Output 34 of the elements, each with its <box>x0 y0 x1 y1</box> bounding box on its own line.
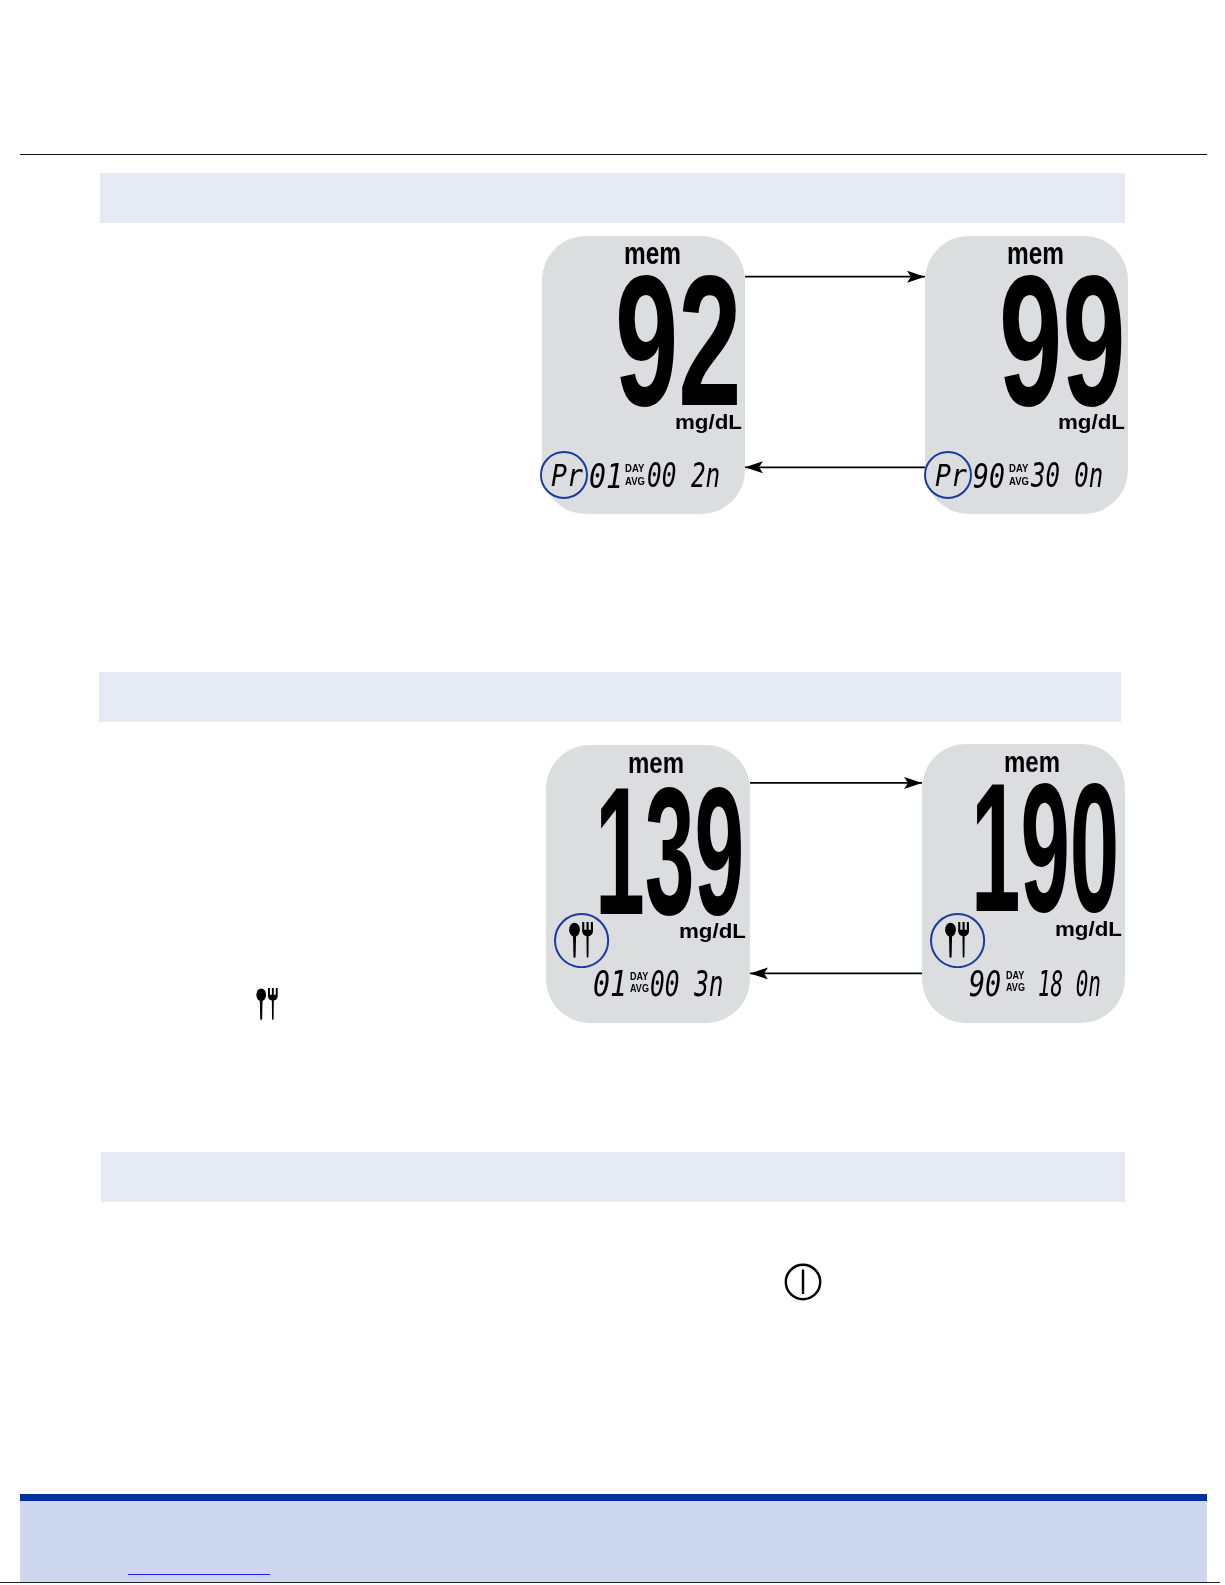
unit-label: mg/dL <box>679 920 746 943</box>
unit-label: mg/dL <box>675 411 742 434</box>
memory-label: mem <box>628 753 685 775</box>
memory-label: mem <box>1007 243 1065 266</box>
day-avg-label: DAY AVG <box>1009 463 1029 487</box>
day-avg-label: DAY AVG <box>625 463 645 487</box>
arrow <box>744 461 926 474</box>
lcd-display <box>925 236 1128 514</box>
day-count: 90 <box>973 464 1005 489</box>
arrow <box>749 776 923 789</box>
lcd-display <box>922 744 1125 1023</box>
reading-count: 00 2n <box>647 463 721 488</box>
arrow <box>744 270 926 283</box>
arrow <box>749 967 923 980</box>
glucose-reading: 92 <box>615 274 742 408</box>
day-count: 01 <box>593 971 628 998</box>
glucose-reading: 190 <box>971 782 1120 914</box>
day-count: 01 <box>588 464 623 489</box>
mode-indicator: Pr <box>935 465 967 487</box>
reading-count: 00 3n <box>650 971 724 998</box>
lcd-display <box>546 745 750 1023</box>
unit-label: mg/dL <box>1055 918 1122 941</box>
glucose-reading: 139 <box>595 784 745 916</box>
memory-label: mem <box>1004 752 1061 774</box>
reading-count: 18 0n <box>1037 970 1101 997</box>
memory-label: mem <box>624 243 682 266</box>
reading-count: 30 0n <box>1031 463 1104 488</box>
unit-label: mg/dL <box>1058 411 1125 434</box>
day-avg-label: DAY AVG <box>629 971 649 995</box>
lcd-display <box>542 236 745 514</box>
mode-indicator: Pr <box>551 465 583 487</box>
day-avg-label: DAY AVG <box>1005 970 1025 994</box>
day-count: 90 <box>969 970 1002 997</box>
glucose-reading: 99 <box>999 274 1126 408</box>
